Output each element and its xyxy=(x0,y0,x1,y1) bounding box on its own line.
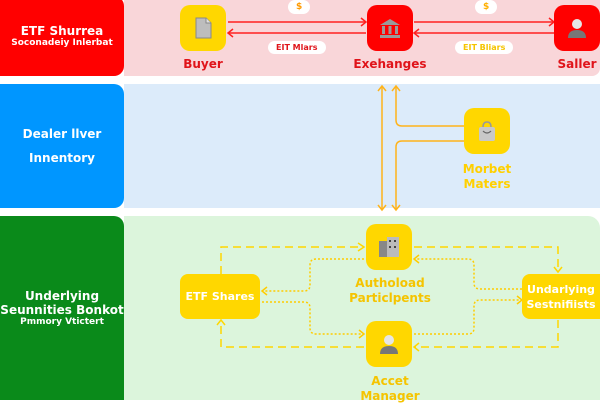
bank-icon xyxy=(380,19,400,38)
dealer-inventory-band: Dealer llver Innentory xyxy=(0,84,600,208)
document-icon xyxy=(195,17,212,39)
secondary-market-label: ETF Shurrea Soconadeiy Inlerbat xyxy=(0,0,124,76)
ap-to-etf-dotted xyxy=(262,258,364,292)
market-makers-label: Morbet Maters xyxy=(462,162,512,191)
secondary-title: ETF Shurrea xyxy=(20,24,104,38)
market-maker-link-bottom xyxy=(395,140,464,210)
authorized-participants-node[interactable] xyxy=(366,224,412,270)
dealer-inventory-label: Dealer llver Innentory xyxy=(0,84,124,208)
dealer-title-line2: Innentory xyxy=(29,151,95,165)
am-to-etf-dashed xyxy=(220,320,364,348)
etf-shares-pill-left: EIT Mlars xyxy=(268,41,326,54)
buyer-label: Buyer xyxy=(183,57,223,71)
dealer-title-line1: Dealer llver xyxy=(22,127,102,141)
primary-title-line1: Underlying xyxy=(24,289,100,303)
buyer-node[interactable] xyxy=(180,5,226,51)
seller-label: Saller xyxy=(557,57,597,71)
underlying-securities-node[interactable]: Undarlying Sestnifiists xyxy=(522,274,600,319)
etf-to-am-dotted xyxy=(262,301,364,335)
shopping-bag-icon xyxy=(479,121,495,141)
ap-to-underlying-dashed xyxy=(414,246,559,272)
asset-manager-node[interactable] xyxy=(366,321,412,367)
etf-shares-pill-right: EIT Bliars xyxy=(455,41,514,54)
etf-shares-node[interactable]: ETF Shares xyxy=(180,274,260,319)
person-icon xyxy=(568,19,586,38)
person-icon xyxy=(380,335,398,354)
exchanges-label: Exehanges xyxy=(353,57,427,71)
building-icon xyxy=(379,237,399,257)
underlying-to-ap-dotted xyxy=(414,258,522,290)
underlying-to-am-dashed xyxy=(414,320,559,348)
am-to-underlying-dotted xyxy=(414,299,522,335)
market-maker-link-top xyxy=(395,86,464,127)
authorized-participants-label: Authoload Particlpents xyxy=(349,276,431,305)
market-makers-node[interactable] xyxy=(464,108,510,154)
etf-to-ap-dashed xyxy=(220,246,364,274)
exchanges-node[interactable] xyxy=(367,5,413,51)
primary-title-line2: Seunnities Bonkot xyxy=(0,303,124,317)
secondary-subtitle: Soconadeiy Inlerbat xyxy=(11,38,113,48)
seller-node[interactable] xyxy=(554,5,600,51)
primary-subtitle: Pmmory Vtictert xyxy=(20,317,104,327)
cash-badge-right: $ xyxy=(475,0,498,14)
primary-market-label: Underlying Seunnities Bonkot Pmmory Vtic… xyxy=(0,216,124,400)
cash-badge-left: $ xyxy=(288,0,311,14)
